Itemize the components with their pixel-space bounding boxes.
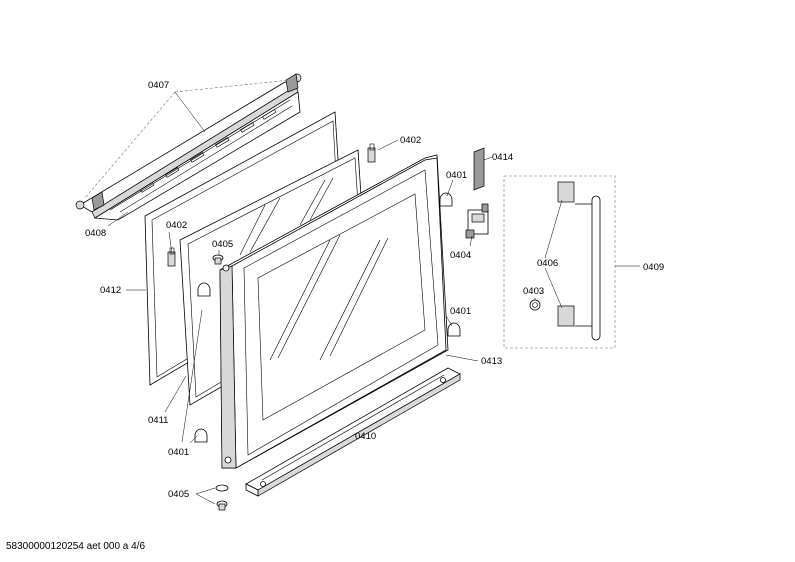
bumper-0401-right	[447, 322, 461, 337]
bumper-0401-left	[197, 282, 211, 297]
label-0404: 0404	[450, 250, 471, 261]
label-0412: 0412	[100, 285, 121, 296]
top-trim-rail-0407	[75, 73, 302, 221]
label-0408: 0408	[85, 228, 106, 239]
label-0410: 0410	[355, 431, 376, 442]
label-0405-upper: 0405	[212, 239, 233, 250]
bumper-0401-top	[439, 192, 453, 207]
label-0407: 0407	[148, 80, 169, 91]
label-0403: 0403	[523, 286, 544, 297]
handle-bracket-0406-top	[557, 181, 575, 203]
label-0409: 0409	[643, 262, 664, 273]
left-end-cap	[75, 200, 85, 210]
label-0402-upper: 0402	[400, 135, 421, 146]
spacer-0405-lower	[215, 484, 229, 511]
spacer-0405-upper	[212, 254, 224, 265]
label-0413: 0413	[481, 356, 502, 367]
leader-lines	[84, 79, 640, 505]
screw-cap-0403	[529, 299, 541, 311]
label-0406: 0406	[537, 258, 558, 269]
document-reference-footer: 58300000120254 aet 000 a 4/6	[6, 541, 146, 552]
label-0401-left: 0401	[168, 447, 189, 458]
hinge-clip-0402-upper	[367, 143, 376, 163]
label-0414: 0414	[492, 152, 513, 163]
bumper-0401-bottom	[194, 428, 208, 443]
handle-bracket-0406-bottom	[557, 305, 575, 327]
bottom-rail-0410	[245, 367, 461, 497]
label-0402-lower: 0402	[166, 220, 187, 231]
handle-assembly-0409	[503, 175, 616, 349]
label-0405-lower: 0405	[168, 489, 189, 500]
label-0401-top: 0401	[446, 170, 467, 181]
latch-0404	[465, 203, 489, 239]
vent-slots	[140, 109, 277, 193]
inner-door-frame-0413	[219, 154, 449, 469]
part-number-labels: 0407 0408 0402 0402 0414 0401 0401 0401 …	[85, 80, 664, 500]
label-0401-right: 0401	[450, 306, 471, 317]
label-0411: 0411	[148, 415, 168, 426]
seal-strip-0414	[473, 147, 485, 191]
